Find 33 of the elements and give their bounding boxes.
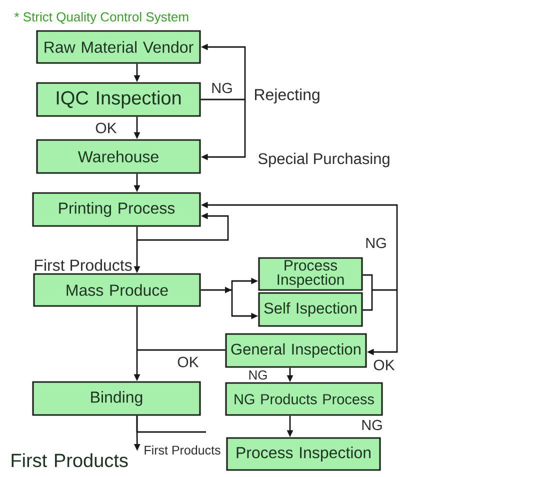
- edge-label: OK: [178, 356, 199, 368]
- process-box: Process Inspection: [226, 437, 381, 471]
- edge-label: Special Purchasing: [258, 152, 390, 168]
- title: * Strict Quality Control System: [14, 12, 188, 24]
- process-box: Self Ispection: [258, 292, 363, 327]
- connector-line: [372, 289, 397, 291]
- connector-line: [136, 306, 138, 350]
- connector-line: [137, 431, 206, 433]
- edge-label: OK: [96, 122, 117, 134]
- end-text: First Products: [12, 453, 128, 468]
- connector-line: [137, 349, 226, 351]
- connector-line: [136, 226, 138, 240]
- edge-label: NG: [366, 238, 386, 248]
- edge-label: OK: [374, 360, 395, 370]
- edge-label: NG: [249, 370, 267, 380]
- edge-label: First Products: [144, 445, 220, 455]
- edge-label: NG: [362, 420, 382, 430]
- process-box: Process Inspection: [258, 257, 363, 291]
- process-box: IQC Inspection: [36, 82, 201, 117]
- connector-line: [200, 98, 245, 100]
- process-box: Binding: [32, 381, 201, 416]
- edge-label: Rejecting: [255, 88, 320, 104]
- process-box: NG Products Process: [225, 382, 383, 416]
- connector-line: [362, 290, 373, 311]
- edge-label: First Products: [35, 259, 132, 271]
- connector-line: [136, 416, 138, 432]
- process-box: Printing Process: [32, 192, 201, 227]
- process-box: General Inspection: [225, 333, 367, 368]
- process-box: Warehouse: [36, 139, 201, 174]
- process-box: Mass Produce: [33, 273, 201, 307]
- status-label: NG: [212, 82, 232, 94]
- process-box: Raw Material Vendor: [36, 30, 201, 64]
- connector-line: [362, 274, 373, 290]
